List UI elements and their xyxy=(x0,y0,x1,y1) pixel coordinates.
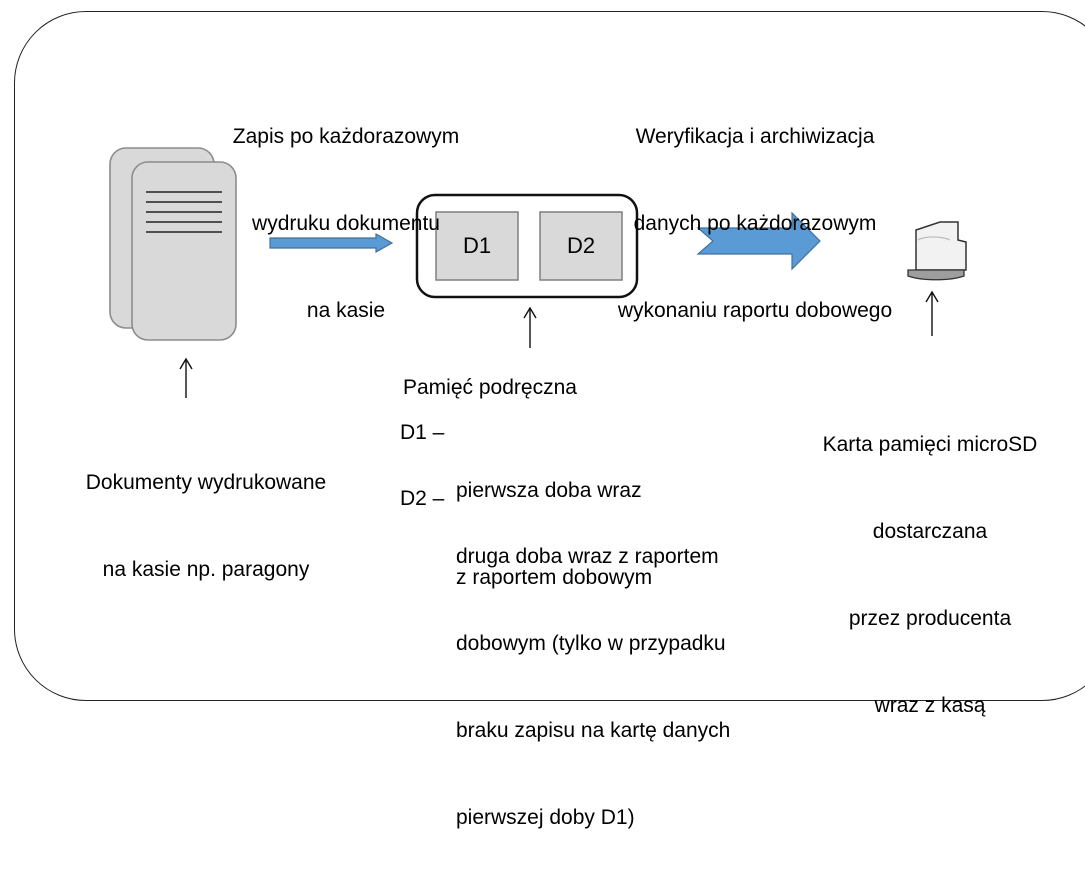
memory-title: Pamięć podręczna xyxy=(403,376,577,399)
legend-line: pierwsza doba wraz xyxy=(456,479,642,502)
memory-cell-d2 xyxy=(539,211,623,281)
pointer-arrows xyxy=(179,290,939,398)
card-label: Karta pamięci microSD dostarczana przez … xyxy=(780,372,1080,749)
card-label-line: Karta pamięci microSD xyxy=(822,433,1038,456)
card-label-line: dostarczana xyxy=(872,520,988,543)
memory-cell-d2-label: D2 xyxy=(566,233,596,258)
diagram-graphics xyxy=(109,147,967,398)
memory-cell-d1-label: D1 xyxy=(462,233,492,258)
card-label-line: wraz z kasą xyxy=(874,694,986,717)
legend-item-d1: D1 – pierwsza doba wraz z raportem dobow… xyxy=(400,418,800,589)
documents-icon xyxy=(109,147,237,341)
legend-line: dobowym (tylko w przypadku xyxy=(456,632,726,655)
write-note-line: Zapis po każdorazowym xyxy=(232,125,460,148)
documents-label-line: Dokumenty wydrukowane xyxy=(85,471,327,494)
legend-line: pierwszej doby D1) xyxy=(456,806,635,829)
card-label-line: przez producenta xyxy=(848,607,1012,630)
legend-key: D1 – xyxy=(400,421,445,444)
legend-line: z raportem dobowym xyxy=(456,566,653,589)
verify-note-line: Weryfikacja i archiwizacja xyxy=(635,125,875,148)
archive-arrow xyxy=(696,211,821,271)
write-note-line: wydruku dokumentu xyxy=(252,212,440,235)
documents-label-line: na kasie np. paragony xyxy=(102,558,310,581)
legend-line: druga doba wraz z raportem xyxy=(456,545,719,568)
write-note: Zapis po każdorazowym wydruku dokumentu … xyxy=(176,64,516,354)
legend-item-d2: D2 – druga doba wraz z raportem dobowym … xyxy=(400,484,820,829)
legend-line: braku zapisu na kartę danych xyxy=(456,719,731,742)
write-arrow xyxy=(269,232,394,254)
verify-note-line: wykonaniu raportu dobowego xyxy=(617,299,893,322)
write-note-line: na kasie xyxy=(306,299,386,322)
verify-note: Weryfikacja i archiwizacja danych po każ… xyxy=(570,64,940,354)
legend-key: D2 – xyxy=(400,487,445,510)
verify-note-line: danych po każdorazowym xyxy=(633,212,877,235)
documents-label: Dokumenty wydrukowane na kasie np. parag… xyxy=(46,410,366,613)
microsd-card-icon xyxy=(907,221,967,281)
memory-cell-d1 xyxy=(435,211,519,281)
